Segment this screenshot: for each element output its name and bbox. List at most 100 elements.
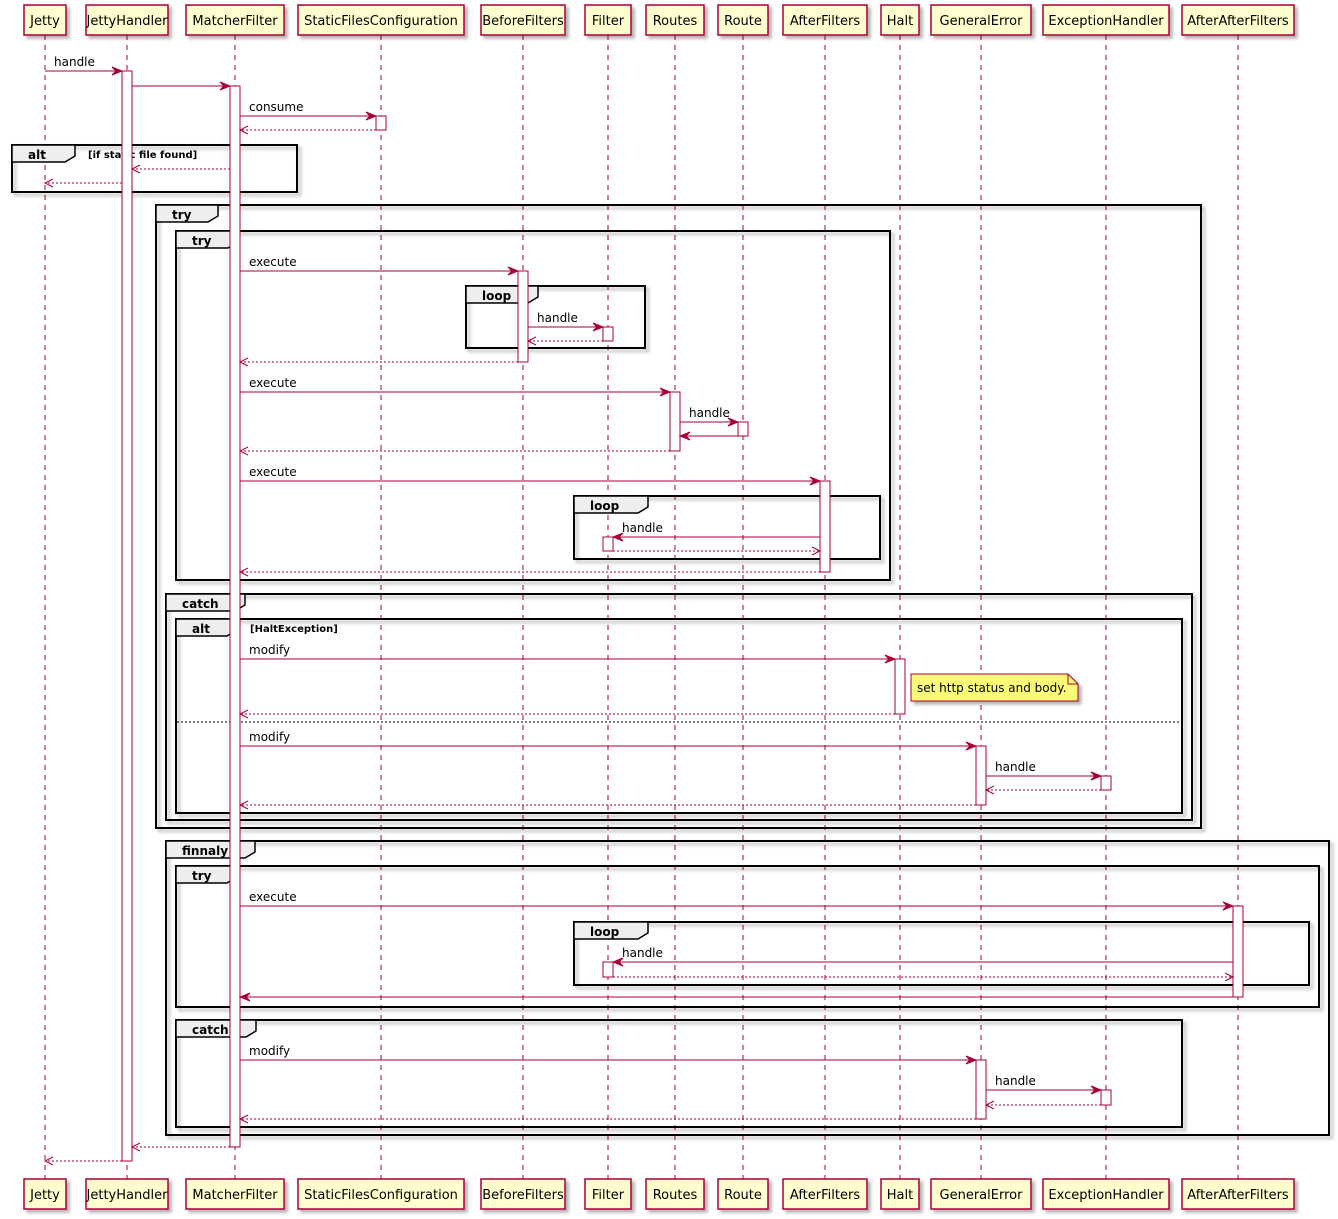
arrow-head [984,785,995,795]
participant-after-after-filters-bottom[interactable]: AfterAfterFilters [1181,1178,1295,1210]
participant-label: Routes [653,1188,698,1203]
message-filter-to-after-after-filters[interactable] [613,972,1235,982]
fragment-frame [165,593,1193,821]
message-jetty-handler-to-matcher-filter[interactable] [132,81,232,91]
participant-routes-bottom[interactable]: Routes [645,1178,705,1210]
arrow-head [43,178,54,188]
participant-jetty-handler-top[interactable]: JettyHandler [85,4,169,36]
message-after-filters-to-matcher-filter[interactable] [238,567,820,577]
message-filter-to-before-filters[interactable] [526,336,603,346]
arrow-head [238,800,249,810]
message-matcher-filter-to-before-filters[interactable]: execute [240,255,520,276]
message-general-error-to-matcher-filter[interactable] [238,1114,976,1124]
fragment-frame [175,1019,1183,1128]
participant-route-top[interactable]: Route [717,4,769,36]
arrow-head [238,446,249,456]
note-body [910,673,1079,702]
participant-label: GeneralError [940,1188,1024,1203]
message-halt-to-matcher-filter[interactable] [238,709,895,719]
message-matcher-filter-to-jetty-handler[interactable] [130,1142,230,1152]
participant-label: StaticFilesConfiguration [304,1188,458,1203]
fragment-frame [155,204,1202,829]
message-label: modify [249,1044,290,1058]
activation-bar-filter [602,326,614,342]
message-static-files-configuration-to-matcher-filter[interactable] [238,125,376,135]
participant-static-files-configuration-top[interactable]: StaticFilesConfiguration [297,4,465,36]
participant-box [1042,1178,1170,1210]
participant-box [717,1178,769,1210]
message-jetty-handler-to-jetty[interactable] [43,1156,122,1166]
participant-routes-top[interactable]: Routes [645,4,705,36]
message-matcher-filter-to-general-error[interactable]: modify [240,730,978,751]
participant-matcher-filter-top[interactable]: MatcherFilter [185,4,285,36]
participant-box [23,1178,67,1210]
participant-box [930,4,1032,36]
message-routes-to-matcher-filter[interactable] [238,446,670,456]
participant-label: MatcherFilter [192,14,278,29]
participant-exception-handler-bottom[interactable]: ExceptionHandler [1042,1178,1170,1210]
participant-static-files-configuration-bottom[interactable]: StaticFilesConfiguration [297,1178,465,1210]
message-general-error-to-exception-handler[interactable]: handle [986,760,1103,781]
participant-label: BeforeFilters [482,14,564,29]
arrow-head [238,125,249,135]
message-after-after-filters-to-matcher-filter[interactable] [238,992,1233,1002]
message-matcher-filter-to-general-error[interactable]: modify [240,1044,978,1065]
message-label: execute [249,255,297,269]
message-after-filters-to-filter[interactable]: handle [611,521,820,542]
message-filter-to-after-filters[interactable] [613,546,822,556]
participant-before-filters-top[interactable]: BeforeFilters [480,4,566,36]
message-exception-handler-to-general-error[interactable] [984,785,1101,795]
participant-box [23,4,67,36]
participant-matcher-filter-bottom[interactable]: MatcherFilter [185,1178,285,1210]
message-jetty-handler-to-jetty[interactable] [43,178,122,188]
participant-after-filters-top[interactable]: AfterFilters [782,4,868,36]
participant-route-bottom[interactable]: Route [717,1178,769,1210]
message-matcher-filter-to-jetty-handler[interactable] [130,164,230,174]
message-before-filters-to-matcher-filter[interactable] [238,357,518,367]
participant-general-error-top[interactable]: GeneralError [930,4,1032,36]
arrow-head [884,654,897,664]
participant-halt-bottom[interactable]: Halt [880,1178,920,1210]
fragment-loop: loop [573,921,1310,986]
message-general-error-to-exception-handler[interactable]: handle [986,1074,1103,1095]
arrow-head [238,1114,249,1124]
fragment-kind: try [192,869,212,883]
message-general-error-to-matcher-filter[interactable] [238,800,976,810]
participant-before-filters-bottom[interactable]: BeforeFilters [480,1178,566,1210]
fragment-tab [573,921,649,940]
arrow-head [678,431,691,441]
message-label: execute [249,465,297,479]
participant-exception-handler-top[interactable]: ExceptionHandler [1042,4,1170,36]
fragment-condition: [HaltException] [250,624,338,635]
message-matcher-filter-to-after-after-filters[interactable]: execute [240,890,1235,911]
message-exception-handler-to-general-error[interactable] [984,1100,1101,1110]
message-matcher-filter-to-halt[interactable]: modify [240,643,897,664]
message-before-filters-to-filter[interactable]: handle [528,311,605,332]
participant-filter-bottom[interactable]: Filter [584,1178,632,1210]
participant-jetty-bottom[interactable]: Jetty [23,1178,67,1210]
message-after-after-filters-to-filter[interactable]: handle [611,946,1233,967]
participant-after-after-filters-top[interactable]: AfterAfterFilters [1181,4,1295,36]
arrow-head [659,387,672,397]
participant-jetty-handler-bottom[interactable]: JettyHandler [85,1178,169,1210]
arrow-head [611,532,624,542]
message-routes-to-route[interactable]: handle [680,406,740,427]
message-matcher-filter-to-static-files-configuration[interactable]: consume [240,100,378,121]
fragment-frame [165,840,1330,1136]
participant-box [185,1178,285,1210]
participant-general-error-bottom[interactable]: GeneralError [930,1178,1032,1210]
message-matcher-filter-to-routes[interactable]: execute [240,376,672,397]
fragment-kind: loop [590,925,620,939]
participant-filter-top[interactable]: Filter [584,4,632,36]
arrow-head [809,476,822,486]
fragment-frame [573,921,1310,986]
participant-jetty-top[interactable]: Jetty [23,4,67,36]
participant-after-filters-bottom[interactable]: AfterFilters [782,1178,868,1210]
participant-label: AfterAfterFilters [1187,14,1289,29]
message-jetty-to-jetty-handler[interactable]: handle [45,55,124,76]
message-matcher-filter-to-after-filters[interactable]: execute [240,465,822,486]
message-route-to-routes[interactable] [678,431,738,441]
participant-halt-top[interactable]: Halt [880,4,920,36]
participant-label: Jetty [29,14,60,29]
